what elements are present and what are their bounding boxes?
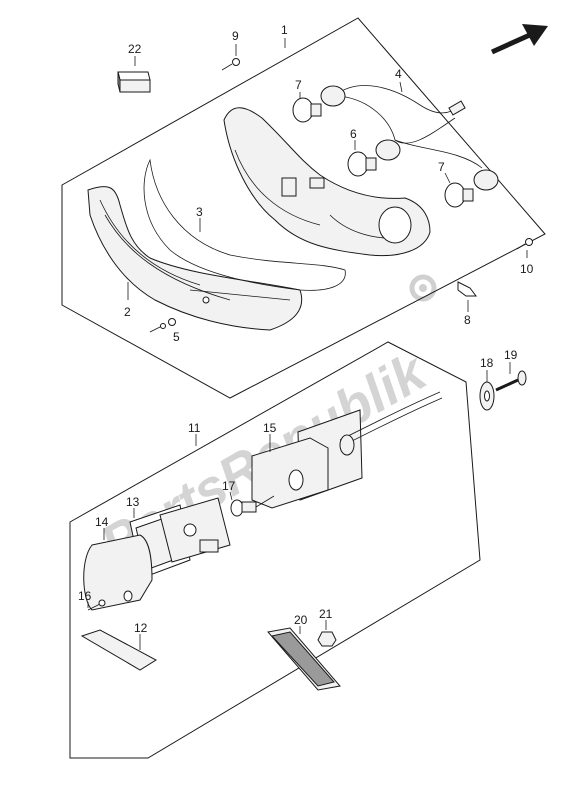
- callout-labels: 1 2 3 4 5 6 7 7 8 9 10 11 12 13 14 15 16…: [78, 23, 534, 635]
- callout-18: 18: [480, 356, 494, 370]
- turn-signal-housing: [223, 107, 431, 257]
- license-lamp-socket: [159, 497, 231, 563]
- part-7-bulb-lower: [444, 182, 474, 208]
- callout-4: 4: [395, 67, 402, 81]
- callout-17: 17: [222, 479, 236, 493]
- part-22-block: [117, 71, 151, 93]
- part-16-screw: [87, 599, 106, 611]
- part-15-rubber-seal: [251, 437, 329, 509]
- callout-19: 19: [504, 348, 518, 362]
- part-5-screw: [149, 318, 176, 333]
- part-19-bolt: [495, 370, 527, 392]
- part-14-lamp-lens: [83, 534, 153, 611]
- part-4-wiring-harness: [320, 85, 499, 191]
- callout-13: 13: [126, 495, 140, 509]
- lower-assembly-frame: [69, 341, 481, 759]
- callout-10: 10: [520, 262, 534, 276]
- part-6-bulb-middle: [347, 151, 377, 177]
- part-7-bulb-upper: [292, 97, 322, 123]
- callout-6: 6: [350, 127, 357, 141]
- callout-8: 8: [464, 313, 471, 327]
- lower-leader-lines: [87, 362, 511, 650]
- callout-21: 21: [319, 607, 333, 621]
- part-20-rear-reflector: [267, 627, 341, 691]
- part-3-gasket: [143, 158, 346, 291]
- upper-leader-lines: [127, 38, 528, 312]
- part-9-screw: [221, 58, 240, 71]
- upper-assembly-frame: [61, 17, 546, 399]
- callout-2: 2: [124, 305, 131, 319]
- part-21-nut: [317, 631, 337, 647]
- part-10-screw: [516, 238, 533, 250]
- callout-16: 16: [78, 589, 92, 603]
- part-12-reflector: [80, 629, 157, 671]
- watermark-gear-icon: [409, 274, 437, 302]
- callout-7-lower: 7: [438, 160, 445, 174]
- part-17-bulb: [230, 495, 275, 517]
- front-direction-arrow-icon: [490, 24, 548, 55]
- callout-7-upper: 7: [295, 78, 302, 92]
- callout-1: 1: [281, 23, 288, 37]
- callout-22: 22: [128, 42, 142, 56]
- callout-12: 12: [134, 621, 148, 635]
- callout-5: 5: [173, 330, 180, 344]
- callout-9: 9: [232, 29, 239, 43]
- part-8-clip: [457, 281, 477, 297]
- callout-14: 14: [95, 515, 109, 529]
- part-18-washer: [479, 381, 495, 411]
- callout-3: 3: [196, 205, 203, 219]
- callout-15: 15: [263, 421, 277, 435]
- callout-20: 20: [294, 613, 308, 627]
- callout-11: 11: [188, 421, 201, 435]
